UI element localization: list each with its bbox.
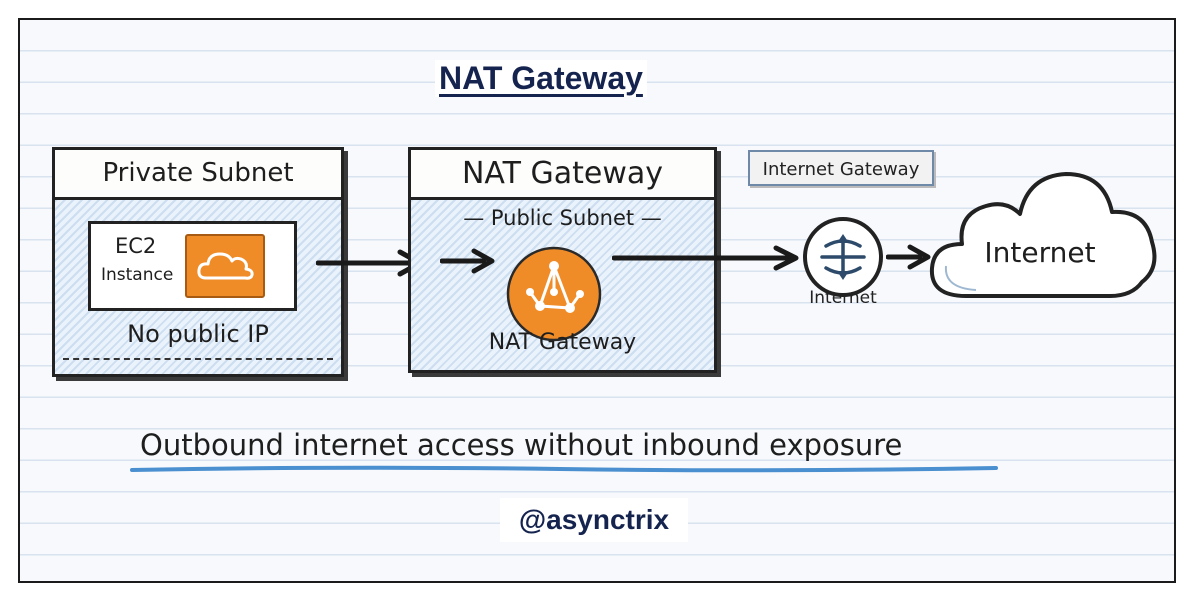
author-handle: @asynctrix [500,498,688,542]
internet-label: Internet [984,236,1096,269]
private-subnet-header: Private Subnet [55,150,341,200]
no-public-ip-label: No public IP [127,320,269,348]
page-title: NAT Gateway [435,60,647,97]
caption-underline [130,465,998,473]
public-subnet-label: — Public Subnet — [463,206,662,230]
ec2-label: EC2 [115,234,157,258]
public-subnet-body: — Public Subnet — NAT Gateway [411,200,714,370]
internet-gateway-label: Internet Gateway [748,150,934,186]
internet-cloud-icon [929,172,1157,298]
nat-gateway-label: NAT Gateway [488,330,637,355]
ec2-instance: EC2 Instance [88,221,297,311]
arrow-right-icon [886,244,931,270]
private-subnet-box: Private Subnet EC2 Instance No public IP [52,147,344,377]
dashed-divider [63,358,333,360]
arrow-right-icon [440,248,495,274]
nat-gateway-header: NAT Gateway [411,150,714,200]
caption: Outbound internet access without inbound… [140,428,903,462]
arrow-right-icon [612,245,799,271]
internet-gateway-icon [803,217,883,297]
private-subnet-body: EC2 Instance No public IP [55,200,341,374]
nat-gateway-icon [506,246,602,342]
internet-gateway-sublabel: Internet [809,288,877,308]
nat-gateway-box: NAT Gateway — Public Subnet — NAT Ga [408,147,717,373]
cloud-icon [185,234,265,298]
ec2-instance-label: Instance [101,265,174,285]
